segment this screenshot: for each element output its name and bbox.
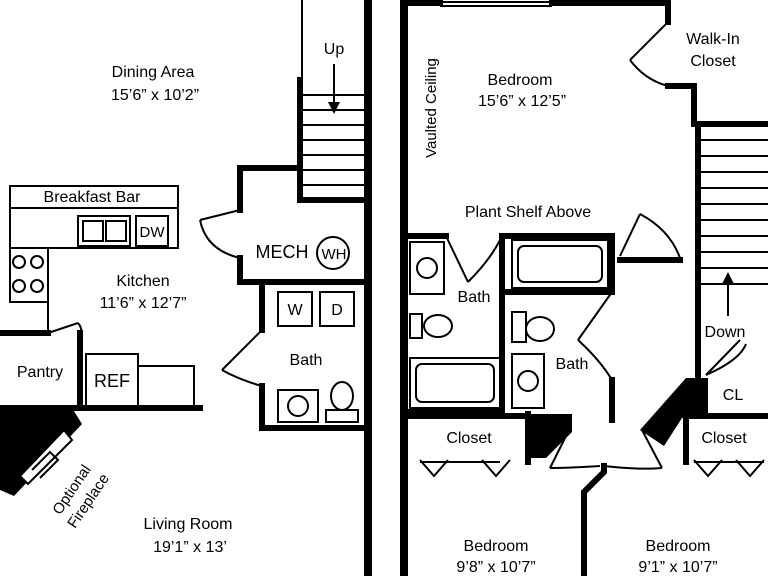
mech-closet: [199, 165, 369, 285]
toilet-icon: [525, 316, 555, 342]
fireplace-label: Optional Fireplace: [49, 462, 113, 531]
kitchen-fixtures: [9, 208, 195, 407]
water-heater-label: WH: [322, 246, 347, 263]
pantry-label: Pantry: [17, 364, 63, 381]
closet-label-left: Closet: [446, 430, 492, 447]
refrigerator-label: REF: [94, 371, 130, 391]
stairs-up-label: Up: [324, 41, 345, 58]
walk-in-closet-label-line1: Walk-In: [686, 31, 740, 48]
sink-icon: [409, 241, 445, 295]
kitchen-name: Kitchen: [116, 273, 169, 290]
walk-in-closet: [629, 21, 768, 127]
upper-bath-center: [499, 233, 615, 423]
plant-shelf-label: Plant Shelf Above: [465, 204, 591, 221]
dryer-label: D: [331, 302, 343, 319]
washer-icon: [277, 291, 313, 327]
upper-floor: [400, 0, 768, 576]
bedroom-2-size: 9’8” x 10’7”: [456, 559, 535, 576]
arrow-down-icon: [328, 102, 340, 114]
upper-bath-left: [401, 233, 505, 415]
upper-bath-left-label: Bath: [458, 289, 491, 306]
mech-label: MECH: [256, 242, 309, 262]
walk-in-closet-label-line2: Closet: [690, 53, 736, 70]
dishwasher-label: DW: [140, 224, 166, 241]
wall-corner: [528, 414, 572, 458]
dishwasher-icon: [135, 215, 169, 247]
hall-closet: [695, 337, 768, 419]
breakfast-bar: [9, 185, 179, 209]
bedroom-closets: [401, 411, 768, 478]
dryer-icon: [319, 291, 355, 327]
living-room-name: Living Room: [144, 516, 233, 533]
dining-area-size: 15’6” x 10’2”: [111, 87, 199, 104]
closet-label-right: Closet: [701, 430, 747, 447]
stairs-up: [297, 0, 369, 203]
main-floor: [0, 0, 372, 576]
sink-icon: [277, 389, 319, 423]
wall-corner: [640, 378, 708, 446]
bedroom-3-name: Bedroom: [646, 538, 711, 555]
main-bath: [221, 279, 369, 431]
toilet-icon: [423, 314, 453, 338]
labels: Dining Area 15’6” x 10’2” Up Breakfast B…: [17, 31, 747, 576]
upper-bath-center-label: Bath: [556, 356, 589, 373]
bathtub-icon: [409, 357, 501, 409]
fireplace: [0, 408, 82, 496]
water-heater-icon: [316, 236, 350, 270]
bedroom-door: [617, 213, 683, 263]
master-bedroom-name: Bedroom: [488, 72, 553, 89]
dining-area-name: Dining Area: [112, 64, 195, 81]
hall-closet-label: CL: [723, 387, 744, 404]
living-room-size: 19’1” x 13’: [153, 539, 227, 556]
stairs-down-label: Down: [705, 324, 746, 341]
bedroom-3-size: 9’1” x 10’7”: [638, 559, 717, 576]
counter: [137, 365, 195, 407]
toilet-icon: [330, 381, 354, 411]
bathtub-icon: [511, 239, 609, 289]
main-bath-label: Bath: [290, 352, 323, 369]
stairs-down: [695, 121, 768, 343]
washer-label: W: [287, 302, 303, 319]
kitchen-size: 11’6” x 12’7”: [100, 295, 187, 312]
master-bedroom-size: 15’6” x 12’5”: [478, 93, 566, 110]
arrow-up-icon: [722, 272, 734, 284]
breakfast-bar-label: Breakfast Bar: [44, 189, 142, 206]
bedroom-doors-double: [549, 429, 663, 576]
vaulted-ceiling-label: Vaulted Ceiling: [423, 58, 440, 158]
sink-icon: [511, 353, 545, 409]
bedroom-2-name: Bedroom: [464, 538, 529, 555]
